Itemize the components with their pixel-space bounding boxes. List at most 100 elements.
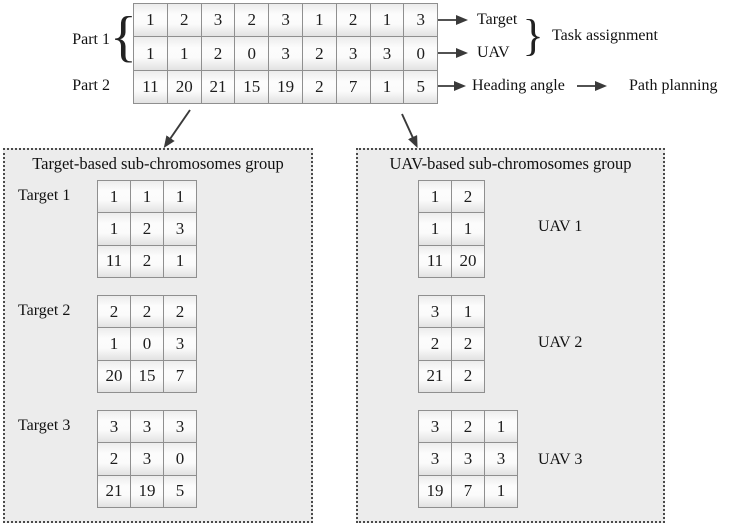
chromosome-cell: 1	[302, 4, 337, 38]
chromosome-cell: 3	[336, 37, 371, 71]
chromosome-cell: 1	[419, 213, 452, 246]
chromosome-cell: 1	[419, 181, 452, 214]
chromosome-cell: 1	[134, 4, 168, 38]
chromosome-cell: 2	[98, 443, 131, 476]
target-3-label: Target 3	[18, 417, 71, 434]
chromosome-cell: 15	[131, 360, 164, 393]
chromosome-cell: 1	[167, 37, 202, 71]
chromosome-cell: 19	[419, 475, 452, 508]
task-assignment-label: Task assignment	[552, 27, 658, 44]
uav-row-label: UAV	[477, 44, 510, 61]
chromosome-cell: 19	[269, 70, 303, 105]
chromosome-cell: 3	[404, 4, 439, 38]
uav-3-label: UAV 3	[538, 451, 583, 468]
part1-brace-icon: {	[110, 6, 137, 68]
chromosome-cell: 0	[164, 443, 197, 476]
chromosome-cell: 2	[131, 245, 164, 278]
chromosome-cell: 3	[164, 328, 197, 361]
chromosome-cell: 3	[164, 213, 197, 246]
chromosome-cell: 1	[452, 213, 485, 246]
part2-label: Part 2	[72, 77, 110, 94]
chromosome-cell: 2	[452, 411, 485, 444]
chromosome-cell: 1	[370, 70, 405, 105]
chromosome-cell: 1	[485, 475, 518, 508]
chromosome-cell: 1	[98, 181, 131, 214]
uav-group-title: UAV-based sub-chromosomes group	[389, 154, 632, 173]
chromosome-cell: 2	[336, 4, 371, 38]
chromosome-cell: 3	[419, 443, 452, 476]
chromosome-cell: 0	[131, 328, 164, 361]
chromosome-cell: 1	[98, 213, 131, 246]
chromosome-cell: 3	[131, 443, 164, 476]
chromosome-cell: 5	[404, 70, 439, 105]
chromosome-cell: 2	[235, 4, 270, 38]
chromosome-cell: 5	[164, 475, 197, 508]
chromosome-cell: 3	[201, 4, 236, 38]
chromosome-cell: 3	[131, 411, 164, 444]
chromosome-cell: 7	[336, 70, 371, 105]
task-assignment-brace-icon: }	[522, 11, 544, 60]
chromosome-cell: 1	[98, 328, 131, 361]
uav-1-label: UAV 1	[538, 218, 583, 235]
chromosome-cell: 20	[167, 70, 202, 105]
chromosome-cell: 2	[164, 296, 197, 329]
uav-2-label: UAV 2	[538, 334, 583, 351]
chromosome-cell: 21	[201, 70, 236, 105]
chromosome-cell: 11	[98, 245, 131, 278]
chromosome-cell: 15	[235, 70, 270, 105]
chromosome-cell: 1	[164, 181, 197, 214]
chromosome-cell: 7	[164, 360, 197, 393]
chromosome-cell: 11	[419, 245, 452, 278]
chromosome-cell: 1	[452, 296, 485, 329]
part1-label: Part 1	[72, 31, 110, 48]
heading-angle-label: Heading angle	[472, 77, 565, 94]
chromosome-cell: 2	[201, 37, 236, 71]
chromosome-cell: 3	[164, 411, 197, 444]
chromosome-cell: 3	[269, 37, 303, 71]
chromosome-cell: 2	[452, 328, 485, 361]
chromosome-cell: 0	[235, 37, 270, 71]
chromosome-cell: 1	[370, 4, 405, 38]
chromosome-cell: 2	[131, 296, 164, 329]
chromosome-cell: 3	[485, 443, 518, 476]
chromosome-cell: 2	[452, 181, 485, 214]
chromosome-cell: 3	[452, 443, 485, 476]
chromosome-cell: 2	[302, 37, 337, 71]
chromosome-cell: 1	[134, 37, 168, 71]
chromosome-cell: 2	[419, 328, 452, 361]
chromosome-cell: 19	[131, 475, 164, 508]
chromosome-cell: 2	[98, 296, 131, 329]
target-group-title: Target-based sub-chromosomes group	[32, 154, 284, 173]
chromosome-cell: 3	[419, 296, 452, 329]
chromosome-cell: 3	[370, 37, 405, 71]
chromosome-cell: 7	[452, 475, 485, 508]
chromosome-cell: 2	[131, 213, 164, 246]
chromosome-cell: 1	[164, 245, 197, 278]
chromosome-cell: 20	[98, 360, 131, 393]
chromosome-cell: 2	[302, 70, 337, 105]
chromosome-cell: 11	[134, 70, 168, 105]
path-planning-label: Path planning	[629, 77, 718, 94]
chromosome-cell: 3	[98, 411, 131, 444]
arrow-to-uav-group	[401, 113, 418, 148]
arrow-to-target-group	[163, 109, 191, 149]
chromosome-cell: 1	[131, 181, 164, 214]
chromosome-cell: 20	[452, 245, 485, 278]
chromosome-cell: 3	[269, 4, 303, 38]
chromosome-cell: 0	[404, 37, 439, 71]
chromosome-cell: 3	[419, 411, 452, 444]
chromosome-cell: 2	[452, 360, 485, 393]
chromosome-cell: 21	[98, 475, 131, 508]
chromosome-cell: 2	[167, 4, 202, 38]
chromosome-cell: 1	[485, 411, 518, 444]
target-row-label: Target	[477, 11, 518, 28]
target-1-label: Target 1	[18, 187, 71, 204]
